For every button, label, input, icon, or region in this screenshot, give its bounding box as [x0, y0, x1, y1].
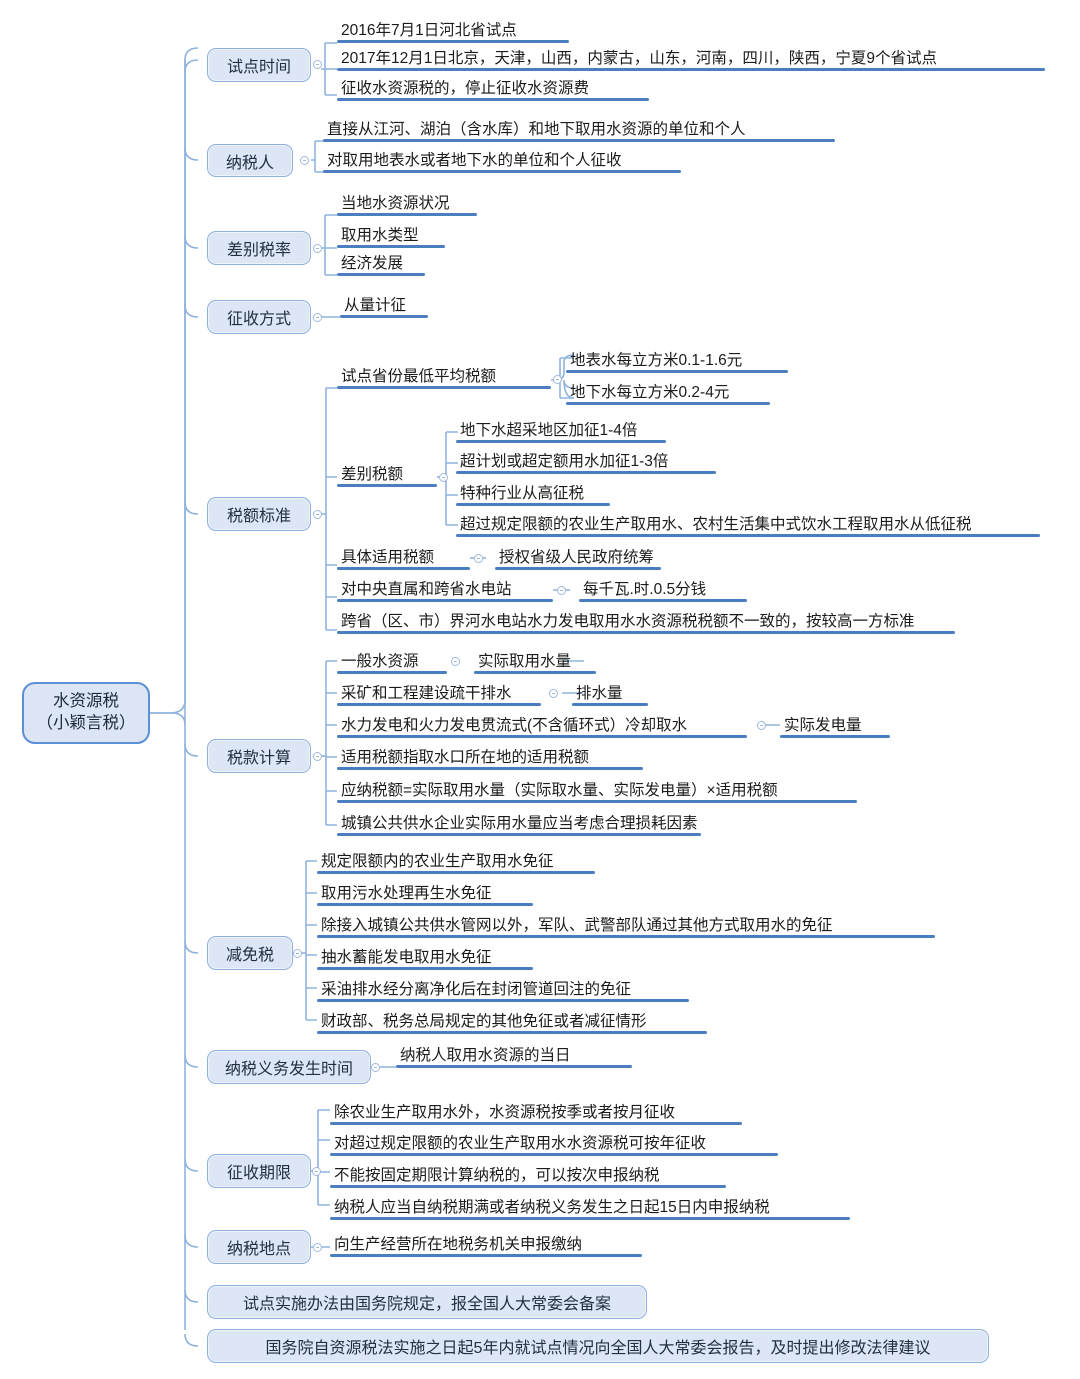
leaf-item[interactable]: 采油排水经分离净化后在封闭管道回注的免征: [317, 974, 689, 1002]
branch-label: 纳税人: [225, 154, 274, 172]
branch-label: 纳税地点: [226, 1241, 291, 1258]
leaf-item[interactable]: 适用税额指取水口所在地的适用税额: [337, 742, 643, 770]
sub-branch-label[interactable]: 具体适用税额: [337, 542, 470, 570]
branch-label: 试点时间: [226, 59, 291, 76]
leaf-item[interactable]: 纳税人应当自纳税期满或者纳税义务发生之日起15日内申报纳税: [330, 1192, 850, 1220]
leaf-item[interactable]: 不能按固定期限计算纳税的，可以按次申报纳税: [330, 1160, 726, 1188]
branch-node-tax-standard[interactable]: 税额标准: [207, 497, 311, 531]
leaf-item[interactable]: 征收水资源税的，停止征收水资源费: [337, 73, 649, 101]
branch-label: 税款计算: [226, 750, 291, 767]
toggle-min-average-rate[interactable]: [553, 375, 562, 384]
leaf-item[interactable]: 2017年12月1日北京，天津，山西，内蒙古，山东，河南，四川，陕西，宁夏9个省…: [337, 44, 1045, 71]
branch-node-tax-obligation-time[interactable]: 纳税义务发生时间: [207, 1050, 371, 1084]
leaf-item[interactable]: 抽水蓄能发电取用水免征: [317, 942, 533, 970]
toggle-collection-method[interactable]: [313, 313, 322, 322]
branch-node-differential-rate[interactable]: 差别税率: [207, 231, 311, 265]
leaf-item[interactable]: 城镇公共供水企业实际用水量应当考虑合理损耗因素: [337, 808, 701, 836]
toggle-specific-rate[interactable]: [474, 554, 483, 563]
leaf-item[interactable]: 对超过规定限额的农业生产取用水水资源税可按年征收: [330, 1128, 778, 1156]
leaf-item[interactable]: 超过规定限额的农业生产取用水、农村生活集中式饮水工程取用水从低征税: [456, 509, 1040, 537]
leaf-item[interactable]: 特种行业从高征税: [456, 478, 610, 506]
leaf-item[interactable]: 跨省（区、市）界河水电站水力发电取用水水资源税税额不一致的，按较高一方标准: [337, 606, 955, 634]
leaf-item[interactable]: 除农业生产取用水外，水资源税按季或者按月征收: [330, 1096, 742, 1125]
leaf-item[interactable]: 每千瓦.时.0.5分钱: [579, 574, 747, 602]
toggle-tax-place[interactable]: [313, 1243, 322, 1252]
branch-node-tax-reduction[interactable]: 减免税: [207, 936, 293, 970]
sub-branch-label[interactable]: 差别税额: [337, 458, 437, 487]
leaf-item[interactable]: 直接从江河、湖泊（含水库）和地下取用水资源的单位和个人: [323, 113, 835, 142]
branch-node-pilot-time[interactable]: 试点时间: [207, 48, 311, 82]
leaf-item[interactable]: 实际发电量: [780, 710, 890, 738]
toggle-differential-rate[interactable]: [313, 244, 322, 253]
branch-node-collection-period[interactable]: 征收期限: [207, 1154, 311, 1188]
branch-node-taxpayer[interactable]: 纳税人: [207, 144, 293, 177]
toggle-collection-period[interactable]: [312, 1167, 321, 1176]
leaf-item[interactable]: 地下水每立方米0.2-4元: [566, 377, 770, 405]
toggle-tax-calculation[interactable]: [313, 752, 322, 761]
branch-node-state-council-report[interactable]: 国务院自资源税法实施之日起5年内就试点情况向全国人大常委会报告，及时提出修改法律…: [207, 1329, 989, 1363]
branch-label: 试点实施办法由国务院规定，报全国人大常委会备案: [242, 1296, 611, 1313]
branch-label: 税额标准: [226, 508, 291, 525]
leaf-item[interactable]: 授权省级人民政府统筹: [495, 542, 661, 570]
leaf-item[interactable]: 超计划或超定额用水加征1-3倍: [456, 446, 716, 474]
sub-branch-label[interactable]: 水力发电和火力发电贯流式(不含循环式）冷却取水: [337, 710, 747, 738]
branch-label: 国务院自资源税法实施之日起5年内就试点情况向全国人大常委会报告，及时提出修改法律…: [265, 1340, 931, 1357]
toggle-tax-standard[interactable]: [313, 510, 322, 519]
toggle-taxpayer[interactable]: [300, 156, 309, 165]
branch-node-collection-method[interactable]: 征收方式: [207, 300, 311, 334]
leaf-item[interactable]: 经济发展: [337, 248, 425, 276]
leaf-item[interactable]: 当地水资源状况: [337, 187, 477, 216]
leaf-item[interactable]: 实际取用水量: [474, 645, 596, 674]
branch-node-tax-place[interactable]: 纳税地点: [207, 1230, 311, 1264]
branch-node-pilot-measures[interactable]: 试点实施办法由国务院规定，报全国人大常委会备案: [207, 1285, 647, 1319]
leaf-item[interactable]: 对取用地表水或者地下水的单位和个人征收: [323, 145, 681, 173]
branch-label: 征收方式: [226, 311, 291, 328]
sub-branch-label[interactable]: 对中央直属和跨省水电站: [337, 574, 553, 602]
branch-label: 差别税率: [226, 242, 291, 259]
root-label-line1: 水资源税: [53, 692, 119, 711]
toggle-general-water[interactable]: [451, 657, 460, 666]
toggle-tax-obligation-time[interactable]: [371, 1063, 380, 1072]
leaf-item[interactable]: 地下水超采地区加征1-4倍: [456, 414, 666, 443]
leaf-item[interactable]: 2016年7月1日河北省试点: [337, 14, 569, 43]
leaf-item[interactable]: 地表水每立方米0.1-1.6元: [566, 344, 788, 373]
toggle-pilot-time[interactable]: [313, 60, 322, 69]
sub-branch-label[interactable]: 一般水资源: [337, 645, 447, 674]
leaf-item[interactable]: 财政部、税务总局规定的其他免征或者减征情形: [317, 1006, 707, 1034]
leaf-item[interactable]: 取用污水处理再生水免征: [317, 878, 533, 906]
branch-label: 征收期限: [226, 1165, 291, 1182]
sub-branch-label[interactable]: 试点省份最低平均税额: [337, 360, 551, 389]
toggle-hydro-thermal[interactable]: [757, 721, 766, 730]
sub-branch-label[interactable]: 采矿和工程建设疏干排水: [337, 678, 541, 706]
leaf-item[interactable]: 应纳税额=实际取用水量（实际取水量、实际发电量）×适用税额: [337, 775, 857, 803]
leaf-item[interactable]: 排水量: [572, 678, 648, 706]
leaf-item[interactable]: 向生产经营所在地税务机关申报缴纳: [330, 1228, 642, 1257]
leaf-item[interactable]: 除接入城镇公共供水管网以外，军队、武警部队通过其他方式取用水的免征: [317, 910, 935, 938]
toggle-differential-amount[interactable]: [439, 473, 448, 482]
leaf-item[interactable]: 取用水类型: [337, 220, 445, 248]
toggle-mining-drainage[interactable]: [549, 689, 558, 698]
root-label-line2: （小颖言税）: [36, 714, 136, 732]
toggle-tax-reduction[interactable]: [293, 949, 302, 958]
branch-label: 减免税: [225, 947, 274, 964]
branch-label: 纳税义务发生时间: [224, 1061, 353, 1078]
leaf-item[interactable]: 纳税人取用水资源的当日: [396, 1039, 632, 1068]
toggle-central-hydro[interactable]: [557, 586, 566, 595]
root-node[interactable]: 水资源税 （小颖言税）: [22, 682, 150, 744]
branch-node-tax-calculation[interactable]: 税款计算: [207, 739, 311, 773]
leaf-item[interactable]: 从量计征: [340, 289, 428, 318]
leaf-item[interactable]: 规定限额内的农业生产取用水免征: [317, 845, 595, 874]
